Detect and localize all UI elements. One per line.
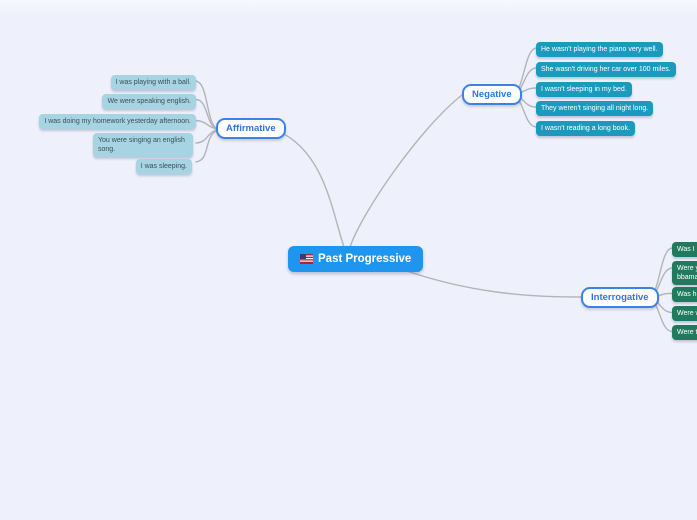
leaf-negative-3[interactable]: I wasn't sleeping in my bed. [536, 82, 632, 97]
root-node-label: Past Progressive [318, 253, 412, 265]
branch-label: Negative [472, 89, 512, 100]
branch-label: Affirmative [226, 123, 276, 134]
branch-node-affirmative[interactable]: Affirmative [216, 118, 286, 139]
root-node-past-progressive[interactable]: Past Progressive [288, 246, 424, 272]
leaf-affirmative-4[interactable]: You were singing an english song. [93, 133, 193, 157]
leaf-affirmative-3[interactable]: I was doing my homework yesterday aftern… [39, 114, 196, 129]
leaf-affirmative-5[interactable]: I was sleeping. [135, 159, 192, 174]
us-flag-icon [300, 254, 313, 264]
leaf-affirmative-2[interactable]: We were speaking english. [102, 94, 196, 109]
leaf-negative-5[interactable]: I wasn't reading a long book. [536, 121, 635, 136]
branch-node-interrogative[interactable]: Interrogative [581, 287, 659, 308]
leaf-negative-2[interactable]: She wasn't driving her car over 100 mile… [536, 62, 676, 77]
branch-label: Interrogative [591, 292, 649, 303]
leaf-interrogative-3[interactable]: Was he [672, 287, 697, 302]
leaf-interrogative-2[interactable]: Were yo bbama [672, 261, 697, 285]
branch-node-negative[interactable]: Negative [462, 84, 522, 105]
leaf-interrogative-5[interactable]: Were th [672, 325, 697, 340]
leaf-negative-1[interactable]: He wasn't playing the piano very well. [536, 42, 663, 57]
leaf-interrogative-4[interactable]: Were we [672, 306, 697, 321]
leaf-affirmative-1[interactable]: I was playing with a ball. [110, 75, 196, 90]
leaf-interrogative-1[interactable]: Was I p [672, 242, 697, 257]
leaf-negative-4[interactable]: They weren't singing all night long. [536, 101, 654, 116]
